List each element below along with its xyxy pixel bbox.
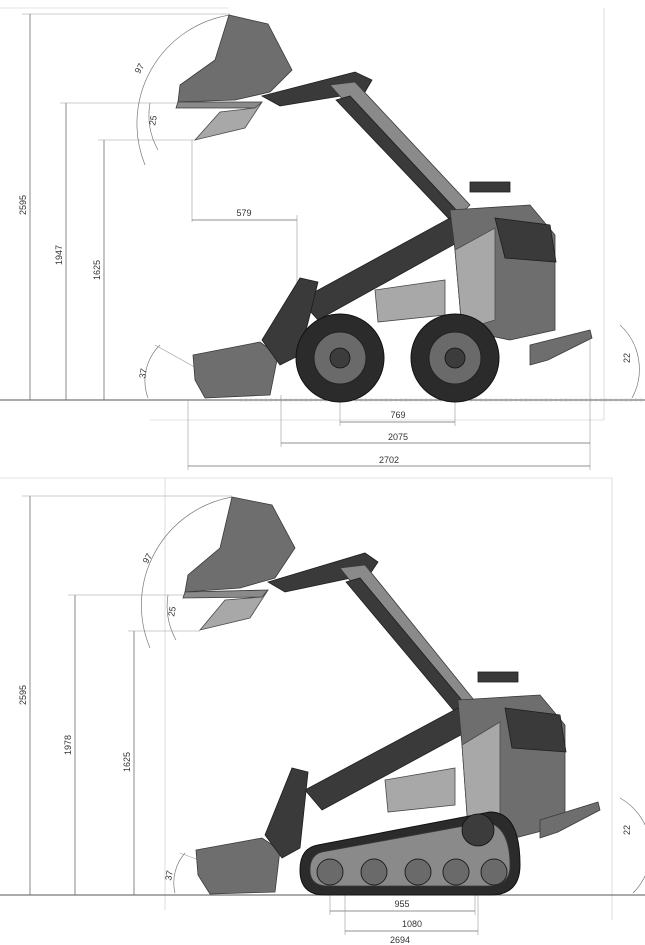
boom-arm-shadow-top xyxy=(335,95,461,223)
engine-grille-bottom xyxy=(384,767,456,813)
label-dump-height-bottom: 1625 xyxy=(122,752,132,772)
lift-arm-upper-top xyxy=(260,71,373,107)
wheeled-loader-illustration xyxy=(175,14,593,403)
cab-window-top xyxy=(494,217,557,263)
top-handle-top xyxy=(469,181,511,193)
tracked-loader-view: 2595 1978 1625 97 25 37 22 955 1080 2694 xyxy=(0,477,645,945)
arc-dump-angle-top xyxy=(136,14,231,166)
ext-line-ground-angle-top xyxy=(154,344,201,371)
label-dump-height-top: 1625 xyxy=(92,260,102,280)
label-length-no-bucket-top: 2075 xyxy=(388,432,408,442)
label-ground-angle-bottom: 37 xyxy=(163,870,175,882)
raised-bucket-top xyxy=(177,14,293,103)
label-rollback-angle-bottom: 25 xyxy=(166,606,178,618)
label-hinge-height-bottom: 1978 xyxy=(63,735,73,755)
label-overall-length-bottom: 2694 xyxy=(390,935,410,945)
rear-hitch-top xyxy=(529,329,593,366)
road-wheel-5 xyxy=(480,858,508,886)
side-panel-top xyxy=(454,227,496,331)
engine-grille-top xyxy=(374,279,446,323)
dump-bucket-ghost-bottom xyxy=(198,589,269,631)
label-departure-angle-top: 22 xyxy=(622,353,632,363)
lower-bucket-top xyxy=(192,341,279,399)
label-ground-angle-top: 37 xyxy=(137,368,149,380)
road-wheel-4 xyxy=(442,858,470,886)
lower-bucket-bottom xyxy=(195,837,281,895)
label-overall-height-top: 2595 xyxy=(18,195,28,215)
top-handle-bottom xyxy=(477,671,519,683)
tracked-loader-illustration xyxy=(182,496,601,896)
label-overall-length-top: 2702 xyxy=(379,455,399,465)
label-reach-top: 579 xyxy=(236,208,251,218)
road-wheel-1 xyxy=(316,858,344,886)
lower-bucket-arm-bottom xyxy=(264,767,309,859)
label-wheelbase: 769 xyxy=(390,410,405,420)
arc-ground-angle-top xyxy=(144,344,161,399)
arc-ground-angle-bottom xyxy=(173,852,186,894)
label-overall-height-bottom: 2595 xyxy=(18,685,28,705)
label-rollback-angle-top: 25 xyxy=(147,115,159,127)
rear-hitch-bottom xyxy=(539,801,601,839)
label-hinge-height-top: 1947 xyxy=(54,245,64,265)
lower-bucket-arm-top xyxy=(261,277,319,366)
boom-arm-shadow-bottom xyxy=(345,577,471,719)
arc-rollback-angle-bottom xyxy=(166,594,177,641)
label-dump-angle-bottom: 97 xyxy=(141,552,155,566)
drive-sprocket xyxy=(461,813,495,847)
raised-bucket-edge-top xyxy=(175,101,264,109)
lift-arm-upper-bottom xyxy=(267,552,379,593)
road-wheel-3 xyxy=(404,858,432,886)
wheeled-loader-view: 2595 1947 1625 579 97 25 37 22 769 2075 xyxy=(0,7,645,470)
arc-departure-angle-bottom xyxy=(619,797,645,894)
road-wheel-2 xyxy=(360,858,388,886)
arc-rollback-angle-top xyxy=(148,102,159,151)
label-track-length: 1080 xyxy=(402,919,422,929)
label-dump-angle-top: 97 xyxy=(133,62,147,76)
label-departure-angle-bottom: 22 xyxy=(622,825,632,835)
cab-window-bottom xyxy=(504,707,567,753)
front-hub-top xyxy=(329,347,351,369)
raised-bucket-bottom xyxy=(184,496,296,593)
rear-hub-top xyxy=(444,347,466,369)
label-track-length-ground: 955 xyxy=(394,899,409,909)
dump-bucket-ghost-top xyxy=(193,101,263,141)
arc-departure-angle-top xyxy=(619,324,640,399)
arc-dump-angle-bottom xyxy=(141,496,233,649)
